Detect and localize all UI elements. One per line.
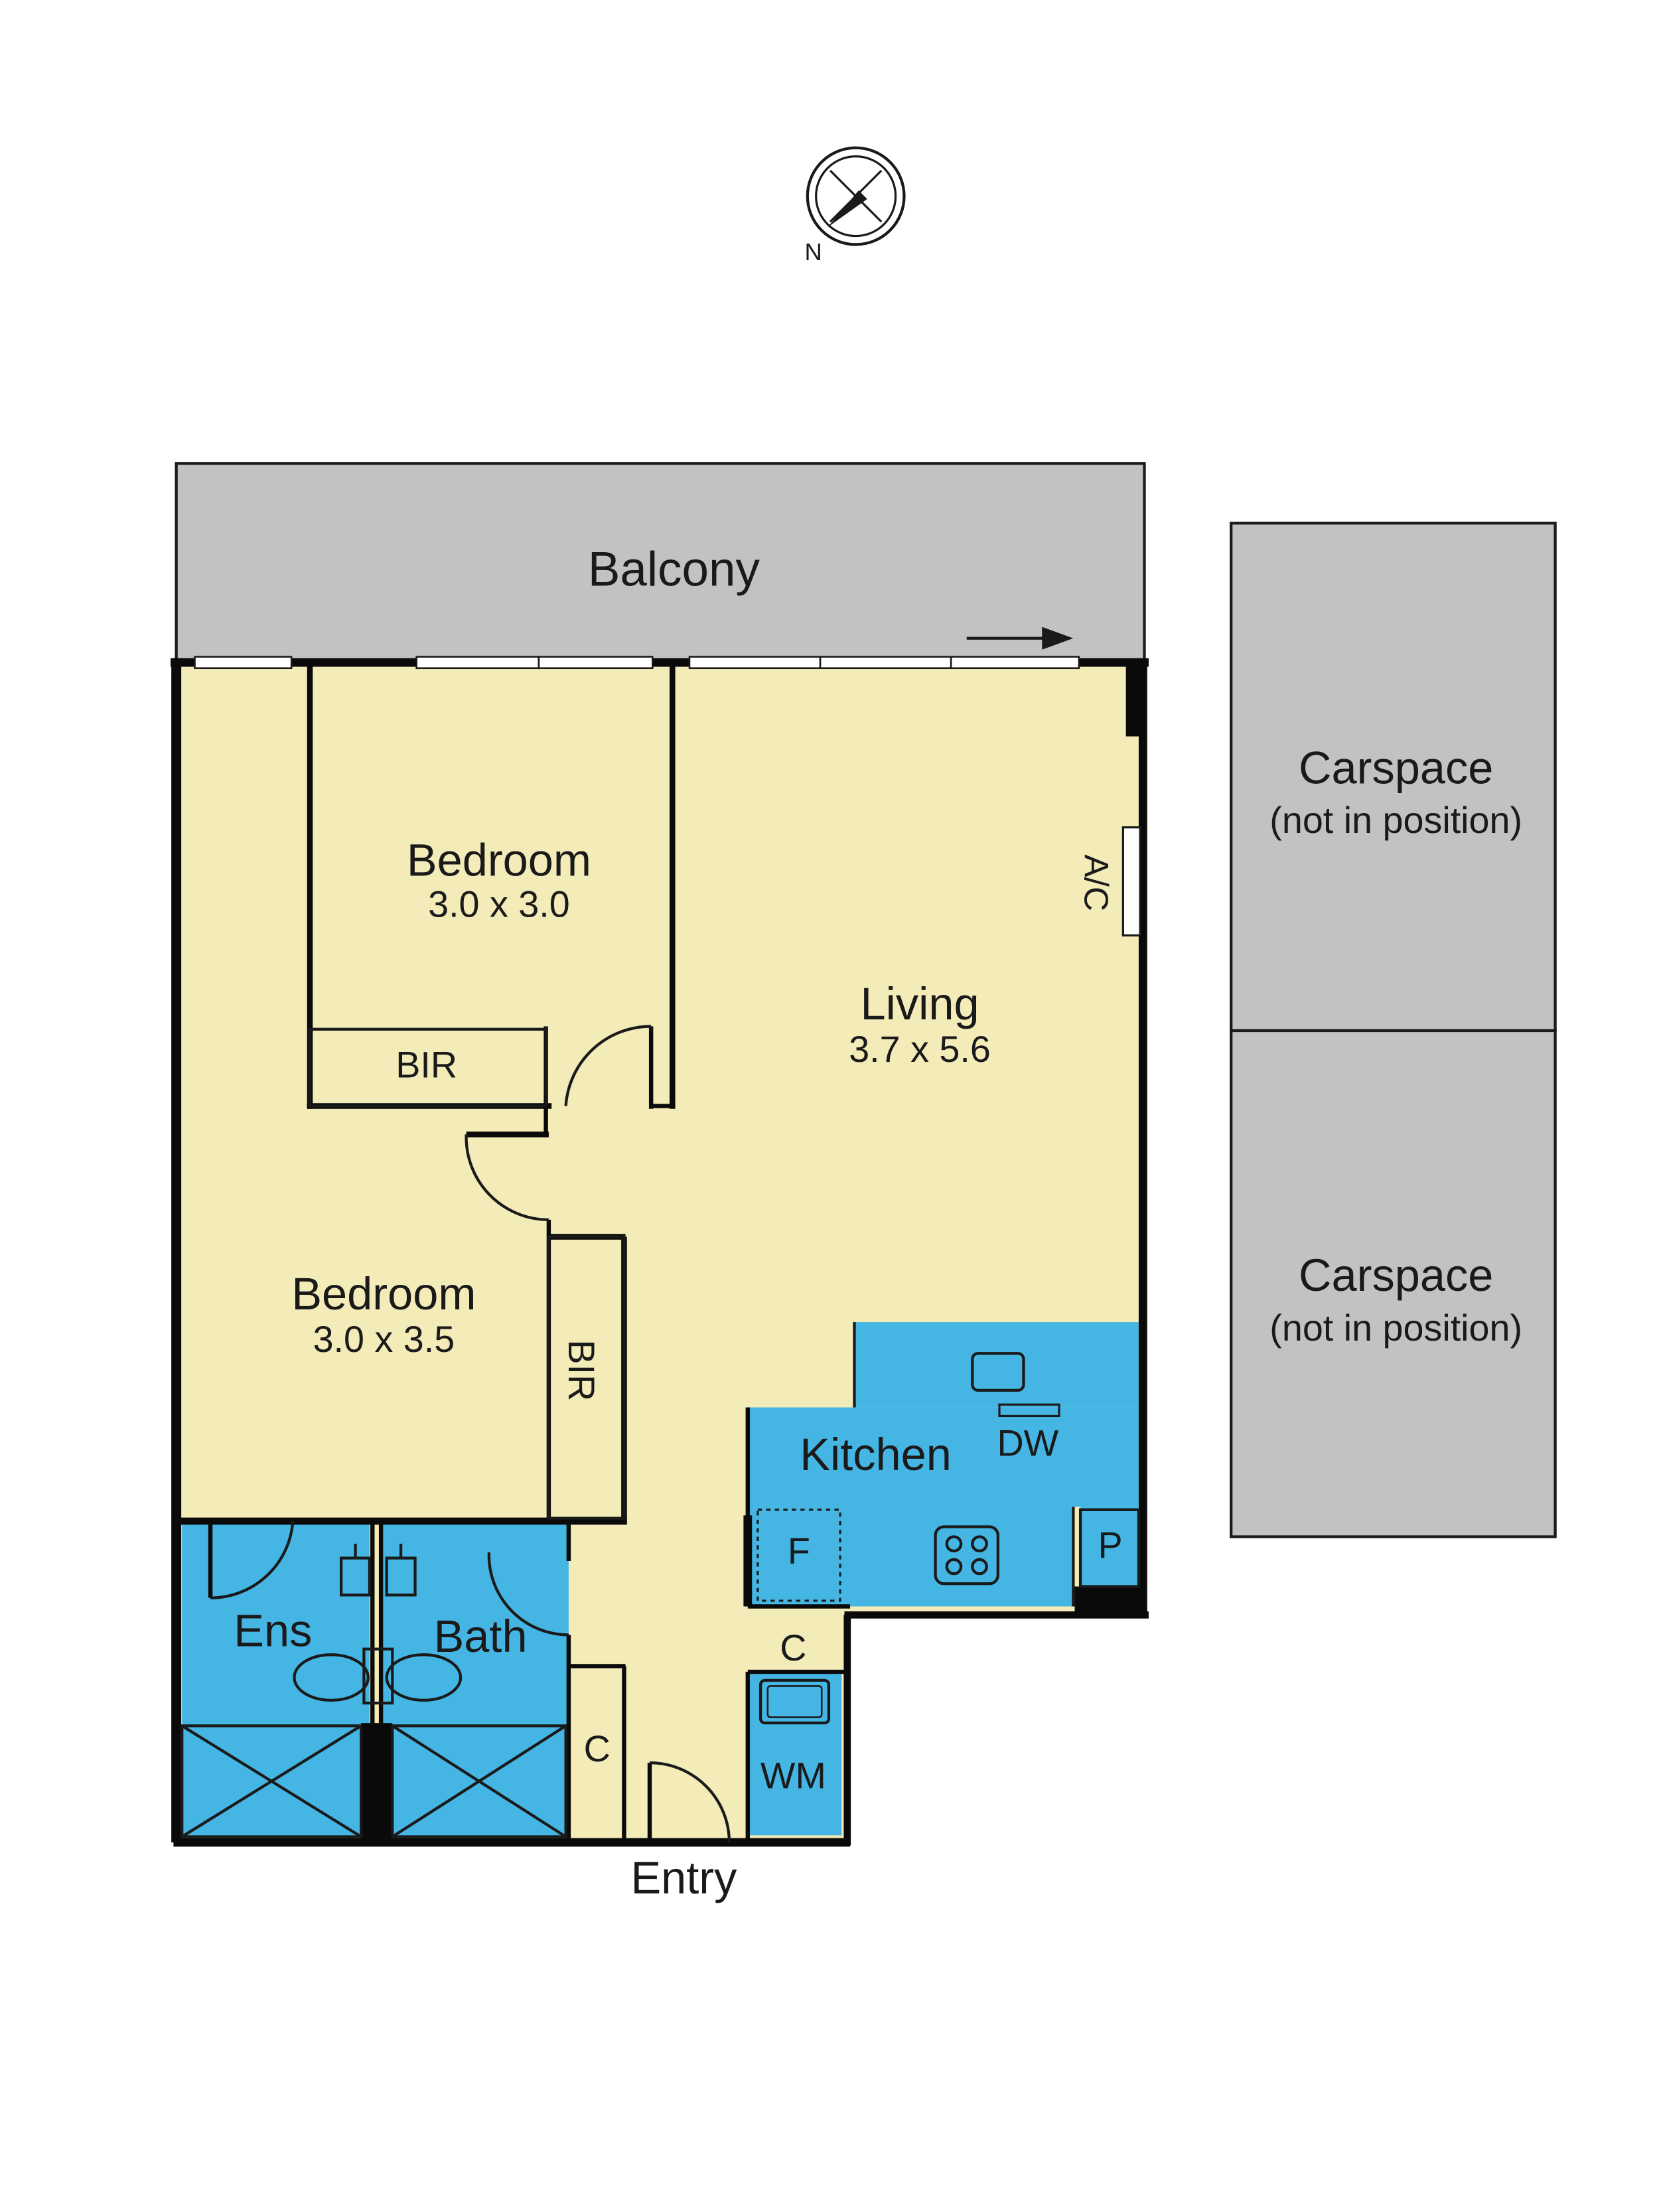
carspace-2-name: Carspace [1299, 1250, 1493, 1301]
cooktop-icon [934, 1525, 999, 1585]
balcony-area [175, 462, 1146, 664]
bath-name: Bath [434, 1611, 528, 1662]
wall-block-se [1074, 1586, 1146, 1618]
dishwasher-outline [998, 1403, 1060, 1418]
sink-icon [971, 1352, 1025, 1392]
fridge-label: F [788, 1530, 810, 1572]
bedroom2-dims: 3.0 x 3.5 [313, 1319, 455, 1360]
laundry-area [747, 1672, 842, 1836]
bir1-label: BIR [396, 1045, 457, 1086]
bath-area [381, 1524, 569, 1837]
sliding-door-arrow-icon [966, 627, 1074, 650]
entry-name: Entry [630, 1852, 737, 1903]
kitchen-bench-back [747, 1507, 1074, 1607]
bedroom1-name: Bedroom [407, 834, 591, 885]
kitchen-area [747, 1407, 1139, 1507]
pantry-outline [1078, 1508, 1141, 1588]
north-arrow-icon [806, 146, 906, 246]
bir2-label: BIR [561, 1339, 602, 1401]
kitchen-name: Kitchen [800, 1429, 952, 1480]
shower-bath-icon [391, 1724, 567, 1838]
bedroom2-name: Bedroom [291, 1268, 476, 1319]
living-dims: 3.7 x 5.6 [849, 1029, 991, 1070]
ac-unit [1121, 826, 1141, 937]
cupboard-entry-label: C [584, 1728, 611, 1769]
wall-block-ne [1125, 662, 1146, 737]
bir-bedroom1 [308, 1027, 547, 1108]
toilet-icon [293, 1647, 463, 1705]
laundry-sink-icon [758, 1678, 831, 1725]
wall-block-bath-divider [361, 1723, 393, 1843]
windows [194, 656, 1080, 670]
pantry-label: P [1098, 1525, 1123, 1566]
ensuite-name: Ens [234, 1605, 312, 1656]
basin-icon [339, 1544, 417, 1597]
carspace-2 [1230, 1029, 1557, 1538]
ac-label: A/C [1078, 854, 1116, 911]
shower-ens-icon [180, 1724, 363, 1838]
fridge-space [757, 1509, 841, 1602]
bir-bedroom2 [547, 1235, 626, 1520]
bedroom1-dims: 3.0 x 3.0 [428, 884, 570, 925]
pantry [1080, 1507, 1139, 1587]
wm-label: WM [760, 1755, 826, 1797]
carspace-2-note: (not in position) [1269, 1307, 1522, 1349]
compass-n-label: N [805, 238, 822, 265]
carspace-1-name: Carspace [1299, 742, 1493, 793]
balcony-label: Balcony [588, 543, 760, 597]
cupboard-laundry-label: C [780, 1627, 806, 1668]
dw-label: DW [997, 1422, 1058, 1463]
door-swings [210, 1025, 731, 1843]
laundry-sink-basin [766, 1685, 823, 1718]
carspace-1-note: (not in position) [1269, 800, 1522, 841]
kitchen-bench-island [854, 1322, 1139, 1408]
living-name: Living [860, 978, 979, 1029]
